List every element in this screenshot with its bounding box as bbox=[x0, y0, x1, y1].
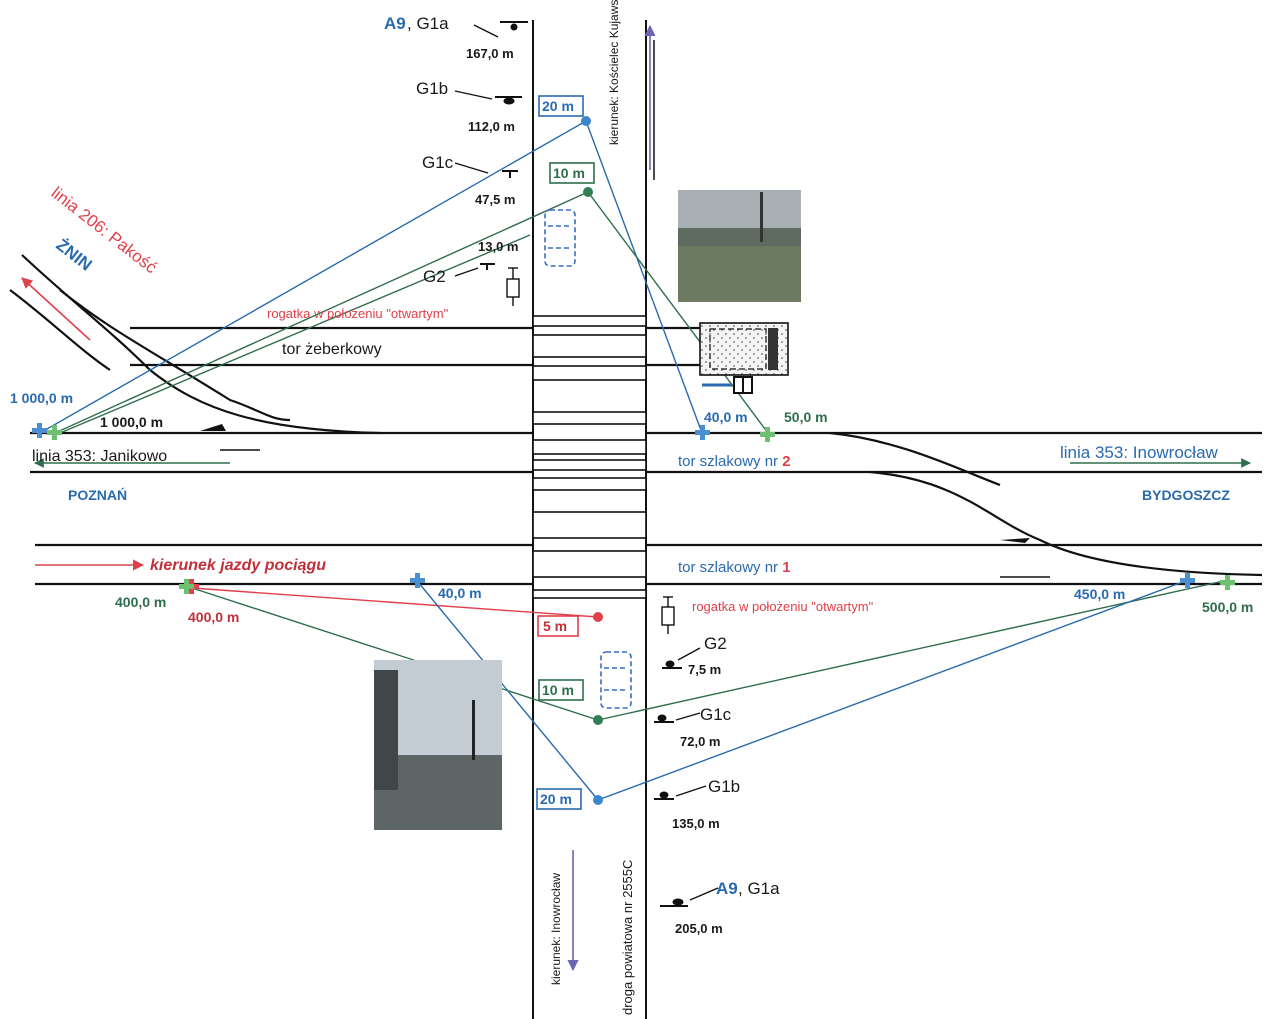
box-20m-bottom-label: 20 m bbox=[540, 791, 572, 807]
car-bottom-icon bbox=[600, 651, 632, 709]
sign-g1c-bottom-icon bbox=[654, 714, 674, 723]
rogatka-bottom: rogatka w położeniu "otwartym" bbox=[692, 599, 874, 614]
poznan-label: POZNAŃ bbox=[68, 487, 127, 503]
sign-g2-top: G2 bbox=[423, 267, 446, 286]
line-353-janikowo: linia 353: Janikowo bbox=[32, 448, 167, 465]
road-signs bbox=[480, 21, 688, 907]
dist-50-top: 50,0 m bbox=[784, 409, 828, 425]
cross-blue-1 bbox=[32, 423, 47, 438]
tor-1-label: tor szlakowy nr 1 bbox=[678, 559, 791, 576]
signal-hut-icon bbox=[699, 322, 789, 394]
sign-g1a-top: , G1a bbox=[407, 14, 449, 33]
box-5m-bottom-label: 5 m bbox=[543, 618, 567, 634]
sign-g1c-top: G1c bbox=[422, 153, 454, 172]
dist-500: 500,0 m bbox=[1202, 599, 1253, 615]
box-10m-top bbox=[549, 162, 595, 184]
sign-a9-bottom: A9 bbox=[716, 879, 738, 898]
cross-blue-2 bbox=[695, 425, 710, 440]
barrier-bottom-icon bbox=[661, 596, 675, 634]
tracks bbox=[9, 254, 1263, 586]
dist-400-green: 400,0 m bbox=[115, 594, 166, 610]
cross-green-2 bbox=[760, 427, 775, 442]
dist-g1a-top: 167,0 m bbox=[466, 46, 514, 61]
dist-g1a-bottom: 205,0 m bbox=[675, 921, 723, 936]
dist-g1c-top: 47,5 m bbox=[475, 192, 515, 207]
dist-1000-dark: 1 000,0 m bbox=[100, 414, 163, 430]
sign-g1b-top-icon bbox=[495, 96, 522, 105]
box-5m-bottom bbox=[537, 615, 579, 637]
visibility-points bbox=[581, 116, 603, 805]
sign-leaders bbox=[454, 24, 719, 901]
dist-1000-blue: 1 000,0 m bbox=[10, 390, 73, 406]
cross-green-3 bbox=[179, 579, 194, 594]
dist-g1c-bottom: 72,0 m bbox=[680, 734, 720, 749]
track-frogs bbox=[200, 424, 1030, 543]
photo-bottom bbox=[374, 660, 502, 830]
visibility-lines bbox=[39, 120, 1229, 801]
box-20m-bottom bbox=[536, 788, 582, 810]
znin-label: ŻNIN bbox=[53, 235, 96, 274]
line-353-inowroclaw: linia 353: Inowrocław bbox=[1060, 443, 1219, 462]
road-label: droga powiatowa nr 2555C bbox=[620, 860, 635, 1015]
crossing-boards bbox=[532, 315, 647, 599]
sign-g1c-top-icon bbox=[502, 170, 518, 178]
box-10m-top-label: 10 m bbox=[553, 165, 585, 181]
dist-g2-top: 13,0 m bbox=[478, 239, 518, 254]
cross-green-1 bbox=[47, 425, 62, 440]
sign-g1a-bottom: , G1a bbox=[738, 879, 780, 898]
cross-blue-3 bbox=[410, 573, 425, 588]
train-direction-label: kierunek jazdy pociągu bbox=[150, 557, 326, 574]
direction-bottom: kierunek: Inowrocław bbox=[549, 873, 563, 985]
dist-40-blue-bottom: 40,0 m bbox=[438, 585, 482, 601]
direction-top: kierunek: Kościelec Kujawski bbox=[607, 0, 621, 145]
sign-g1c-bottom: G1c bbox=[700, 705, 732, 724]
cross-blue-4 bbox=[1180, 573, 1195, 588]
dist-450: 450,0 m bbox=[1074, 586, 1125, 602]
sign-g2-bottom: G2 bbox=[704, 634, 727, 653]
sign-g1b-bottom: G1b bbox=[708, 777, 740, 796]
dist-g1b-top: 112,0 m bbox=[468, 119, 515, 134]
box-20m-top-label: 20 m bbox=[542, 98, 574, 114]
box-20m-top bbox=[538, 95, 584, 117]
rogatka-top: rogatka w położeniu "otwartym" bbox=[267, 306, 449, 321]
sign-g1b-bottom-icon bbox=[654, 791, 674, 800]
sign-g2-bottom-icon bbox=[662, 660, 682, 669]
cross-green-4 bbox=[1220, 575, 1235, 590]
sign-a9-top: A9 bbox=[384, 14, 406, 33]
dist-g2-bottom: 7,5 m bbox=[688, 662, 721, 677]
barrier-top-icon bbox=[506, 267, 520, 306]
sign-g1a-bottom-icon bbox=[660, 898, 688, 907]
sign-g2-top-icon bbox=[480, 263, 495, 270]
sign-g1b-top: G1b bbox=[416, 79, 448, 98]
line-206-label: linia 206: Pakość bbox=[48, 183, 161, 277]
tor-zeberkowy-label: tor żeberkowy bbox=[282, 341, 382, 358]
direction-arrows bbox=[21, 24, 1251, 972]
dist-g1b-bottom: 135,0 m bbox=[672, 816, 720, 831]
box-10m-bottom-label: 10 m bbox=[542, 682, 574, 698]
box-10m-bottom bbox=[538, 679, 584, 701]
car-top-icon bbox=[544, 209, 576, 267]
dist-400-red: 400,0 m bbox=[188, 609, 239, 625]
cross-markers bbox=[32, 423, 1235, 594]
bydgoszcz-label: BYDGOSZCZ bbox=[1142, 487, 1230, 503]
sign-g1a-top-icon bbox=[500, 21, 528, 31]
tor-2-label: tor szlakowy nr 2 bbox=[678, 453, 791, 470]
photo-top bbox=[678, 190, 801, 302]
dist-40-top: 40,0 m bbox=[704, 409, 748, 425]
